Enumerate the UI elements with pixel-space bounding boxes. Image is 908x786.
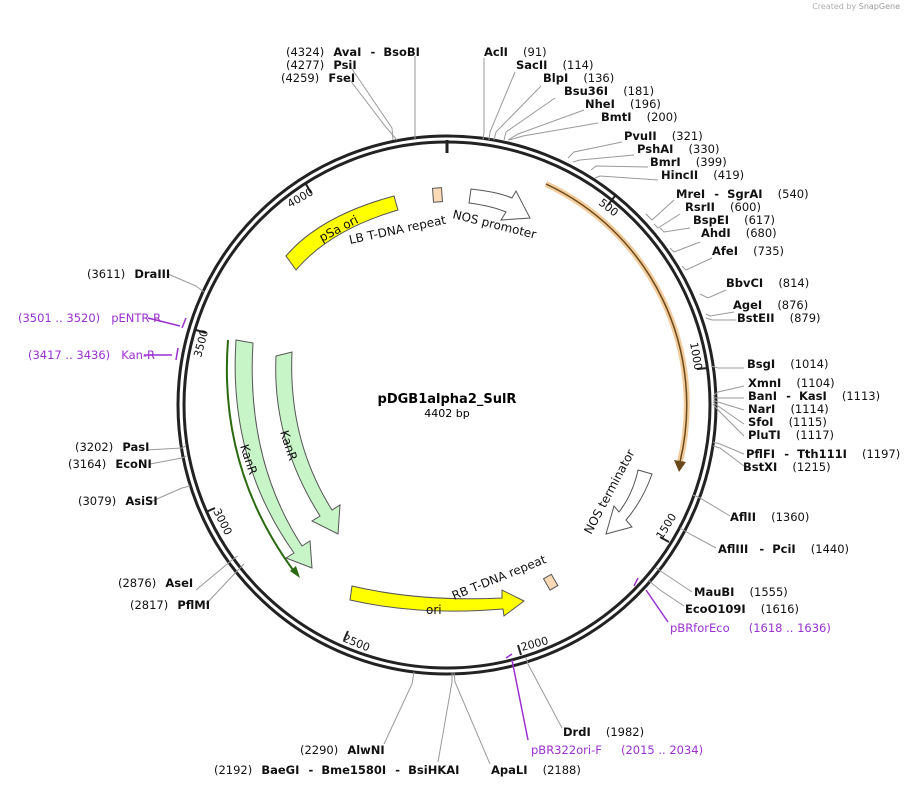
enzyme-bspei[interactable]: BspEI (617) <box>693 209 775 228</box>
feature-highlight-arrowhead <box>674 460 686 472</box>
enzyme-econi[interactable]: (3164) EcoNI <box>68 453 152 472</box>
enzyme-sfoi[interactable]: SfoI (1115) <box>748 411 827 430</box>
enzyme-bsteii[interactable]: BstEII (879) <box>737 307 821 326</box>
enzyme-apali[interactable]: ApaLI (2188) <box>491 759 581 778</box>
enzyme-agei[interactable]: AgeI (876) <box>733 294 808 313</box>
feature-lb-repeat[interactable] <box>431 187 444 203</box>
enzyme-hincii[interactable]: HincII (419) <box>661 164 744 183</box>
enzyme-aflii[interactable]: AflII (1360) <box>730 506 809 525</box>
enzyme-asei[interactable]: (2876) AseI <box>118 572 193 591</box>
tick-mark <box>205 507 216 513</box>
feature-kanr-inner[interactable] <box>275 351 341 535</box>
enzyme-pflfi-tth111i[interactable]: PflFI - Tth111I (1197) <box>746 443 900 462</box>
feature-ori[interactable] <box>349 585 525 617</box>
tick-mark <box>696 367 709 370</box>
feature-nos-terminator[interactable] <box>605 469 653 535</box>
enzyme-avai-bsobi[interactable]: (4324) AvaI - BsoBI <box>286 41 420 60</box>
enzyme-ecoo109i[interactable]: EcoO109I (1616) <box>685 598 799 617</box>
plasmid-length: 4402 bp <box>424 407 469 420</box>
primer-pentr-r[interactable]: (3501 .. 3520) pENTR-R <box>18 307 161 326</box>
enzyme-bsu36i[interactable]: Bsu36I (181) <box>564 80 654 99</box>
enzyme-bani-kasi[interactable]: BanI - KasI (1113) <box>748 385 880 404</box>
enzyme-draiii[interactable]: (3611) DraIII <box>87 263 170 282</box>
enzyme-afliii-pcii[interactable]: AflIII - PciI (1440) <box>718 538 849 557</box>
tick-mark <box>305 183 312 194</box>
tick-mark <box>195 329 207 334</box>
feature-rb-repeat[interactable] <box>542 573 559 591</box>
enzyme-leaders <box>145 56 745 765</box>
feature-kanr-outer[interactable] <box>234 339 313 569</box>
enzyme-sacii[interactable]: SacII (114) <box>516 54 593 73</box>
feature-label-rb-repeat: RB T-DNA repeat <box>450 552 549 603</box>
tick-label: 1000 <box>687 341 705 371</box>
enzyme-bmti[interactable]: BmtI (200) <box>601 106 678 125</box>
primer-pbrforeco[interactable]: pBRforEco (1618 .. 1636) <box>670 617 831 636</box>
feature-highlight-arc[interactable] <box>544 181 690 463</box>
enzyme-alwni[interactable]: (2290) AlwNI <box>300 739 385 758</box>
enzyme-pluti[interactable]: PluTI (1117) <box>748 424 834 443</box>
enzyme-ahdi[interactable]: AhdI (680) <box>701 222 777 241</box>
snapgene-credit: Created by SnapGene <box>812 2 900 11</box>
enzyme-pshai[interactable]: PshAI (330) <box>637 138 719 157</box>
enzyme-nhei[interactable]: NheI (196) <box>585 93 661 112</box>
enzyme-pvuii[interactable]: PvuII (321) <box>624 125 703 144</box>
enzyme-fsei[interactable]: (4259) FseI <box>281 67 355 86</box>
enzyme-nari[interactable]: NarI (1114) <box>748 398 829 417</box>
enzyme-asisi[interactable]: (3079) AsiSI <box>78 490 158 509</box>
plasmid-name: pDGB1alpha2_SulR <box>378 392 517 407</box>
enzyme-labels: (4324) AvaI - BsoBI (4277) PsiI (4259) F… <box>68 41 900 778</box>
feature-kanr-outer-highlight <box>225 339 297 575</box>
enzyme-afei[interactable]: AfeI (735) <box>712 240 784 259</box>
enzyme-bstxi[interactable]: BstXI (1215) <box>743 456 831 475</box>
primer-leaders <box>144 317 669 741</box>
enzyme-xmni[interactable]: XmnI (1104) <box>748 372 835 391</box>
enzyme-baegi-bme1580i-bsihkai[interactable]: (2192) BaeGI - Bme1580I - BsiHKAI <box>214 759 459 778</box>
enzyme-maubi[interactable]: MauBI (1555) <box>694 581 788 600</box>
primer-pbr322ori-f[interactable]: pBR322ori-F (2015 .. 2034) <box>531 739 703 758</box>
feature-highlight-arc-line <box>545 183 688 463</box>
tick-mark <box>607 195 616 206</box>
enzyme-psii[interactable]: (4277) PsiI <box>286 54 357 73</box>
enzyme-rsrii[interactable]: RsrII (600) <box>685 196 761 215</box>
tick-mark <box>517 644 522 656</box>
tick-mark <box>343 630 349 641</box>
enzyme-bsgi[interactable]: BsgI (1014) <box>747 353 828 372</box>
tick-label: 3000 <box>210 506 234 537</box>
feature-label-ori: ori <box>426 603 442 617</box>
enzyme-bbvci[interactable]: BbvCI (814) <box>726 272 809 291</box>
feature-psa-ori[interactable] <box>285 195 399 271</box>
enzyme-mrei-sgrai[interactable]: MreI - SgrAI (540) <box>676 183 809 202</box>
tick-mark <box>659 536 670 543</box>
enzyme-pflmi[interactable]: (2817) PflMI <box>130 594 210 613</box>
enzyme-blpi[interactable]: BlpI (136) <box>543 67 614 86</box>
enzyme-acli[interactable]: AclI (91) <box>484 41 547 60</box>
enzyme-drdi[interactable]: DrdI (1982) <box>563 721 644 740</box>
tick-label: 2000 <box>519 634 549 654</box>
primer-kan-r[interactable]: (3417 .. 3436) Kan-R <box>28 344 155 363</box>
primer-labels: pBRforEco (1618 .. 1636) pBR322ori-F (20… <box>18 307 831 758</box>
feature-kanr-highlight-arrowhead <box>290 566 300 578</box>
enzyme-pasi[interactable]: (3202) PasI <box>75 436 149 455</box>
feature-nos-promoter[interactable] <box>468 188 531 221</box>
tick-label: 4000 <box>285 185 316 210</box>
enzyme-bmri[interactable]: BmrI (399) <box>650 151 727 170</box>
credit-prefix: Created by <box>812 2 857 11</box>
snapgene-logo: SnapGene <box>858 2 900 11</box>
